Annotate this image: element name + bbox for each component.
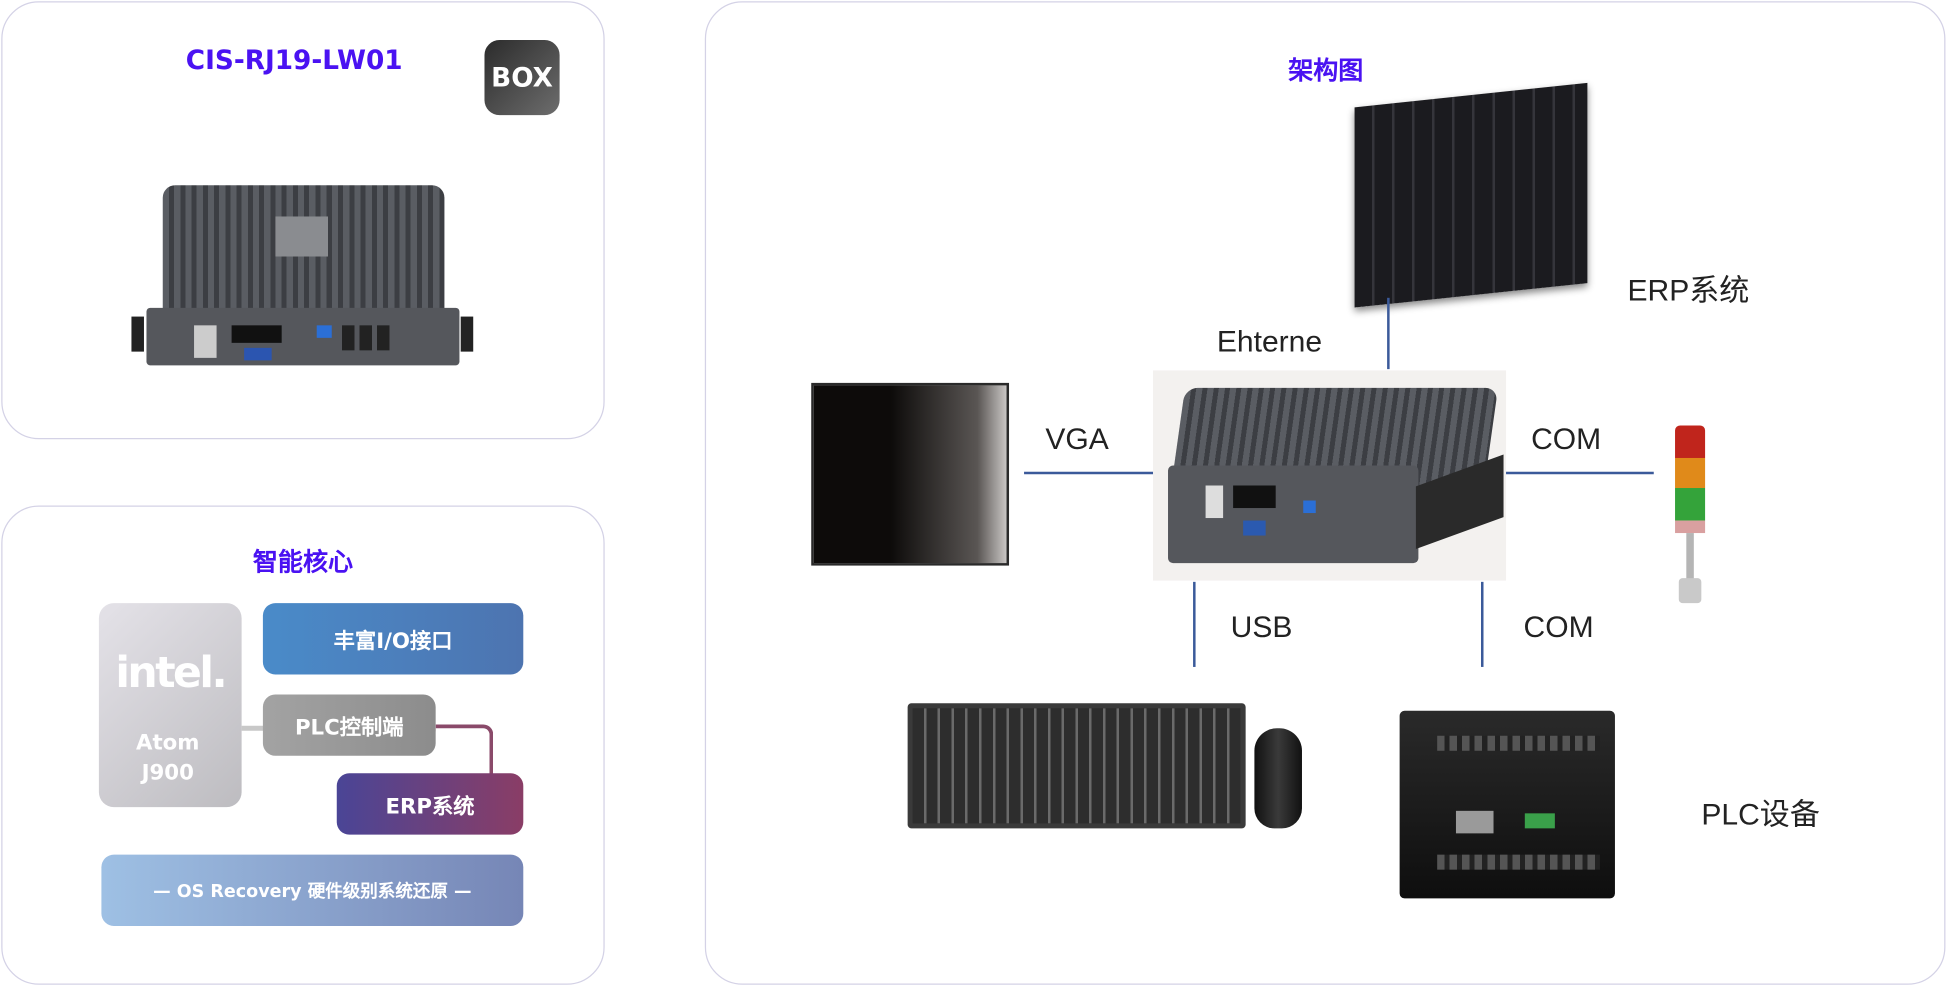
ethernet-label: Ehterne — [1216, 325, 1323, 360]
keyboard-image — [907, 703, 1246, 829]
cpu-block: intel. Atom J900 — [98, 603, 242, 808]
intel-logo: intel. — [115, 648, 227, 699]
erp-server-image — [1354, 82, 1588, 308]
plc-block: PLC控制端 — [262, 694, 436, 756]
usb-label: USB — [1230, 610, 1293, 645]
product-model: CIS-RJ19-LW01 — [185, 45, 403, 76]
core-title: 智能核心 — [252, 546, 354, 577]
industrial-pc-image — [1152, 370, 1507, 581]
monitor-image — [811, 382, 1010, 566]
mouse-image — [1254, 728, 1302, 829]
box-badge: BOX — [484, 40, 560, 116]
core-card: 智能核心 intel. Atom J900 丰富I/O接口 PLC控制端 ERP… — [1, 505, 605, 985]
plc-device-image — [1399, 710, 1615, 899]
erp-block: ERP系统 — [336, 773, 524, 835]
com-bottom-label: COM — [1523, 610, 1594, 645]
cpu-model-line1: Atom — [136, 730, 200, 756]
cpu-model-line2: J900 — [141, 760, 194, 786]
io-block: 丰富I/O接口 — [262, 603, 524, 675]
plc-label: PLC设备 — [1701, 798, 1820, 833]
signal-tower-image — [1675, 425, 1706, 604]
com-right-label: COM — [1531, 422, 1602, 457]
erp-label: ERP系统 — [1627, 274, 1750, 308]
vga-label: VGA — [1045, 422, 1109, 457]
os-recovery-block: — OS Recovery 硬件级别系统还原 — — [101, 854, 524, 926]
product-image — [131, 185, 475, 366]
product-card: CIS-RJ19-LW01 BOX — [1, 1, 605, 440]
architecture-title: 架构图 — [1288, 55, 1364, 86]
